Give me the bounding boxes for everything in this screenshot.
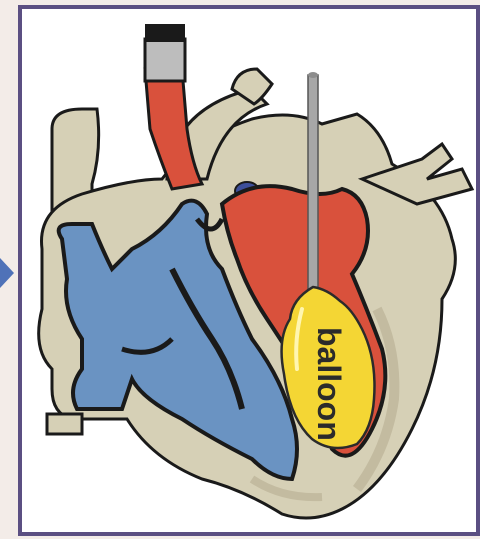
pulmonary-artery-tube bbox=[145, 24, 202, 189]
balloon-label: balloon bbox=[311, 327, 347, 441]
chevron-right-icon bbox=[0, 258, 14, 288]
heart-diagram: balloon bbox=[22, 9, 476, 532]
catheter bbox=[308, 72, 318, 290]
heart-diagram-frame: balloon bbox=[18, 5, 480, 536]
